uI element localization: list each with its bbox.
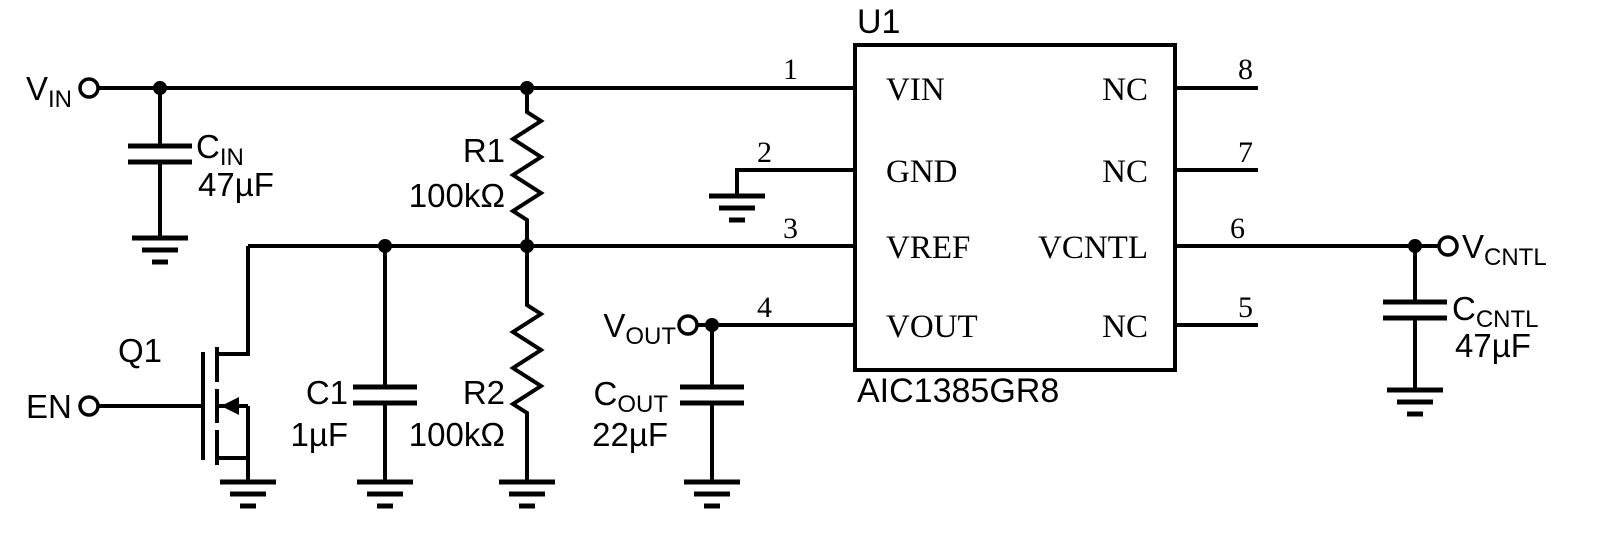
ic-pin-number-8: 8: [1238, 53, 1253, 86]
wire-q1-source: [217, 456, 250, 482]
ic-pin-name-vcntl: VCNTL: [1038, 230, 1148, 266]
capacitor-ccntl: CCNTL 47µF: [1383, 246, 1539, 417]
capacitor-cout: COUT 22µF: [592, 325, 744, 509]
r1-label: R1: [463, 132, 505, 169]
q1-arrow: [221, 397, 239, 415]
ic-pin-number-3: 3: [783, 212, 798, 245]
en-terminal-label: EN: [26, 388, 72, 425]
ic-pin-number-5: 5: [1238, 291, 1253, 324]
cin-label: CIN: [196, 128, 244, 171]
vin-terminal-label: VIN: [26, 70, 72, 113]
ic-pin-number-2: 2: [757, 136, 772, 169]
ic-pin-name-nc8: NC: [1102, 72, 1148, 108]
ic-pin-number-4: 4: [757, 291, 772, 324]
resistor-r1: R1 100kΩ: [409, 88, 545, 246]
ground-symbol: [499, 479, 555, 509]
ic-pin-name-vout: VOUT: [886, 309, 978, 345]
capacitor-c1: C1 1µF: [290, 246, 417, 509]
vout-terminal: VOUT: [603, 307, 855, 350]
r1-value: 100kΩ: [409, 177, 505, 214]
cin-value: 47µF: [198, 166, 274, 203]
ic-body: [853, 43, 1177, 372]
ground-symbol: [132, 235, 188, 265]
r2-label: R2: [463, 374, 505, 411]
ground-symbol: [357, 479, 413, 509]
c1-label: C1: [306, 374, 348, 411]
r2-body: [509, 246, 545, 482]
c1-value: 1µF: [290, 416, 348, 453]
ccntl-value: 47µF: [1455, 327, 1531, 364]
vcntl-terminal-label: VCNTL: [1462, 228, 1547, 271]
resistor-r2: R2 100kΩ: [409, 246, 555, 509]
vcntl-terminal-circle: [1437, 235, 1459, 257]
cout-label: COUT: [593, 375, 668, 418]
ic-pin-number-1: 1: [783, 53, 798, 86]
ic-refdes: U1: [857, 3, 900, 41]
ccntl-label: CCNTL: [1452, 290, 1539, 333]
ic-part-number: AIC1385GR8: [857, 372, 1059, 410]
vout-terminal-label: VOUT: [603, 307, 676, 350]
r2-value: 100kΩ: [409, 416, 505, 453]
ground-symbol: [709, 193, 765, 223]
ic-pin-name-gnd: GND: [886, 154, 958, 190]
ic-pin-name-vref: VREF: [886, 230, 970, 266]
ic-pin-number-7: 7: [1238, 136, 1253, 169]
en-terminal-circle: [78, 395, 100, 417]
ground-symbol: [220, 479, 276, 509]
mosfet-q1: Q1: [98, 246, 276, 509]
vin-terminal-circle: [78, 77, 100, 99]
vref-net: [248, 239, 855, 253]
vin-rail-net: [98, 81, 855, 95]
vcntl-net: VCNTL: [1175, 228, 1547, 271]
vin-terminal: VIN: [26, 70, 100, 113]
ic-pin-name-vin: VIN: [886, 72, 945, 108]
ic-pin-name-nc7: NC: [1102, 154, 1148, 190]
ic-pin-name-nc5: NC: [1102, 309, 1148, 345]
wire-q1-drain: [217, 246, 250, 356]
capacitor-cin: CIN 47µF: [128, 88, 274, 265]
ground-symbol: [1387, 387, 1443, 417]
vout-terminal-circle: [677, 314, 699, 336]
wire-gnd-pin2: [735, 168, 855, 196]
ic-pin-number-6: 6: [1230, 212, 1245, 245]
ground-symbol: [684, 479, 740, 509]
en-terminal: EN: [26, 388, 100, 425]
q1-label: Q1: [118, 332, 162, 369]
cout-value: 22µF: [592, 416, 668, 453]
ic-u1: U1 AIC1385GR8 VIN GND VREF VOUT NC NC VC…: [709, 3, 1258, 410]
r1-body: [509, 88, 545, 246]
